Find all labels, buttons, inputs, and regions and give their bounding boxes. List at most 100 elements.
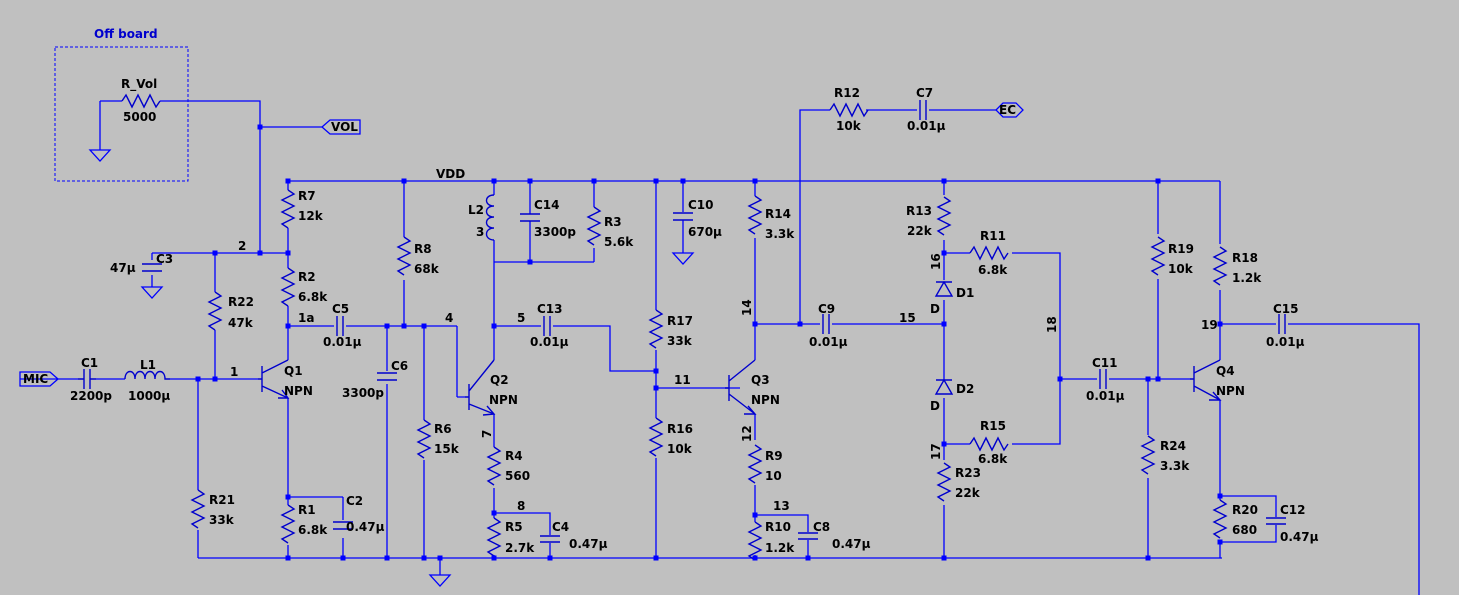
r13-name: R13 — [906, 204, 932, 218]
junction-dot — [527, 178, 533, 184]
c11-name: C11 — [1092, 356, 1118, 370]
junction-dot — [1155, 178, 1161, 184]
r14-name: R14 — [765, 207, 791, 221]
capacitor-c15-symbol — [1278, 314, 1286, 334]
transistor-q2-symbol — [465, 359, 496, 416]
resistor-r5-symbol — [486, 517, 502, 557]
r15-value: 6.8k — [978, 452, 1008, 466]
junction-dot — [285, 250, 291, 256]
r17-name: R17 — [667, 314, 693, 328]
resistor-r24-symbol — [1140, 435, 1156, 475]
net-16: 16 — [929, 253, 943, 270]
r20-value: 680 — [1232, 523, 1257, 537]
junction-dot — [752, 321, 758, 327]
d1-type: D — [930, 302, 940, 316]
r4-value: 560 — [505, 469, 530, 483]
net-15: 15 — [899, 311, 916, 325]
resistor-r22-symbol — [207, 291, 223, 331]
l2-value: 3 — [476, 225, 484, 239]
capacitor-c13-symbol — [543, 316, 551, 336]
ground-symbol-c10 — [671, 252, 695, 265]
q2-type: NPN — [489, 393, 518, 407]
r14-value: 3.3k — [765, 227, 795, 241]
c12-name: C12 — [1280, 503, 1306, 517]
net-18: 18 — [1045, 316, 1059, 333]
r6-value: 15k — [434, 442, 460, 456]
junction-dot — [285, 494, 291, 500]
c11-value: 0.01μ — [1086, 389, 1125, 403]
junction-dot — [752, 512, 758, 518]
junction-dot — [653, 385, 659, 391]
junction-dot — [1217, 493, 1223, 499]
junction-dot — [941, 441, 947, 447]
junction-dot — [941, 321, 947, 327]
c14-value: 3300p — [534, 225, 576, 239]
labels: Off board R_Vol 5000 MIC VOL EC VDD 1 1a… — [23, 27, 1319, 555]
capacitor-c6-symbol — [377, 372, 397, 381]
r18-name: R18 — [1232, 251, 1258, 265]
vol-port-label: VOL — [331, 120, 358, 134]
r9-value: 10 — [765, 469, 782, 483]
net-11: 11 — [674, 373, 691, 387]
r10-name: R10 — [765, 520, 791, 534]
capacitor-c1-symbol — [78, 369, 96, 389]
junction-dot — [212, 376, 218, 382]
r10-value: 1.2k — [765, 541, 795, 555]
junction-dot — [401, 178, 407, 184]
transistor-q3-symbol — [725, 359, 757, 415]
junction-dot — [437, 555, 443, 561]
c6-name: C6 — [391, 359, 408, 373]
r12-value: 10k — [836, 119, 862, 133]
net-1a: 1a — [298, 311, 314, 325]
diode-d1-symbol — [934, 280, 954, 297]
resistor-r10-symbol — [747, 521, 763, 561]
r20-name: R20 — [1232, 503, 1258, 517]
resistor-r7-symbol — [280, 189, 296, 229]
r4-name: R4 — [505, 449, 523, 463]
resistor-r11-symbol — [969, 245, 1009, 261]
resistor-r16-symbol — [648, 417, 664, 457]
junction-dot — [285, 555, 291, 561]
c10-name: C10 — [688, 198, 714, 212]
c3-value: 47μ — [110, 261, 136, 275]
capacitor-c5-symbol — [336, 316, 344, 336]
c2-value: 0.47μ — [346, 520, 385, 534]
junction-dots — [195, 124, 1223, 561]
l2-name: L2 — [468, 203, 484, 217]
junction-dot — [285, 178, 291, 184]
resistor-r1-symbol — [280, 504, 296, 544]
c5-name: C5 — [332, 302, 349, 316]
junction-dot — [941, 178, 947, 184]
net-13: 13 — [773, 499, 790, 513]
r3-name: R3 — [604, 215, 622, 229]
junction-dot — [527, 259, 533, 265]
inductor-l1-symbol — [124, 370, 170, 380]
junction-dot — [547, 555, 553, 561]
junction-dot — [653, 178, 659, 184]
capacitor-c2-symbol — [333, 521, 353, 530]
q3-name: Q3 — [751, 373, 770, 387]
l1-name: L1 — [140, 358, 156, 372]
capacitor-c10-symbol — [673, 212, 693, 221]
net-1: 1 — [230, 365, 238, 379]
r18-value: 1.2k — [1232, 271, 1262, 285]
junction-dot — [752, 555, 758, 561]
junction-dot — [421, 555, 427, 561]
capacitor-c7-symbol — [919, 100, 927, 120]
junction-dot — [941, 555, 947, 561]
capacitor-c9-symbol — [822, 314, 830, 334]
r16-value: 10k — [667, 442, 693, 456]
c15-name: C15 — [1273, 302, 1299, 316]
junction-dot — [401, 323, 407, 329]
c8-value: 0.47μ — [832, 537, 871, 551]
ground-symbol-volume — [88, 149, 112, 162]
ground-symbol-main — [428, 574, 452, 587]
junction-dot — [941, 250, 947, 256]
r22-value: 47k — [228, 316, 254, 330]
net-5: 5 — [517, 311, 525, 325]
r23-name: R23 — [955, 466, 981, 480]
r16-name: R16 — [667, 422, 693, 436]
q1-name: Q1 — [284, 364, 303, 378]
resistor-r21-symbol — [190, 489, 206, 529]
d2-type: D — [930, 399, 940, 413]
